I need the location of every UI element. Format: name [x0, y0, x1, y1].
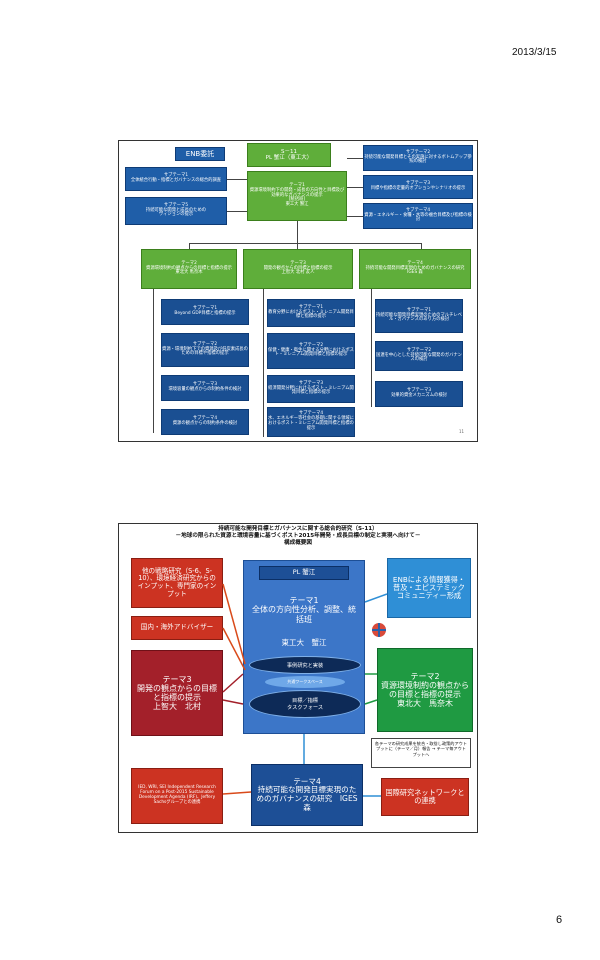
enb-label: ENB委託	[175, 147, 225, 161]
theme2-box: テーマ2 資源環境制約の観点からの目標と指標の提示 東北大 馬奈木	[141, 249, 237, 289]
right-sub-2: サブテーマ2 持続可能な開発目標とその実施に対するボトムアップ参照の検討	[363, 145, 473, 171]
taskforce-ellipse: 目標／指標 タスクフォース	[249, 690, 361, 718]
center-theme1: テーマ1 資源環境制約下の開発・成長の方向性と目標及び効果的なガバナンスの提示 …	[247, 171, 347, 221]
theme4-box: テーマ4 持続可能な開発目標実現のためのガバナンスの研究 IGES 森	[251, 764, 363, 826]
output-note: 各テーマの研究成果を統合・取捨し政策的アウトプットに（テーマ／月）報告 → テー…	[371, 738, 471, 768]
pl-label: PL 蟹江	[259, 566, 349, 580]
connector	[347, 216, 363, 217]
slide2-title: 持続可能な開発目標とガバナンスに関する総合的研究（S-11） －地球の限られた資…	[175, 526, 421, 546]
workspace-ellipse: 共通ワークスペース	[265, 676, 345, 688]
top-id: S－11	[281, 148, 297, 155]
right-sub-3: サブテーマ3 目標や指標の定量的オプションやシナリオの提示	[363, 175, 473, 199]
theme4-sub-2: サブテーマ2 国連を中心とした持続可能な開発のガバナンスの検討	[375, 341, 463, 371]
theme4-box: テーマ4 持続可能な開発目標実現のためのガバナンスの研究 IGES 森	[359, 249, 471, 289]
theme3-box: テーマ3 開発の観点からの目標と指標の提示 上智大 北村	[131, 650, 223, 736]
connector	[347, 158, 363, 159]
connector	[227, 179, 247, 180]
top-pl: PL 蟹江（東工大）	[265, 155, 313, 161]
left-sub-1: サブテーマ1 全体統合行動・指標とガバナンスの総合的調査	[125, 167, 227, 191]
connector	[227, 211, 247, 212]
theme3-sub-2: サブテーマ2 保健・健康・衛生に関する分野におけるポスト・ミレニアム開発目標と指…	[267, 333, 355, 369]
irf-box: IED, WRI, SEI Independent Research Forum…	[131, 768, 223, 824]
theme4-sub-3: サブテーマ3 効果的資金メカニズムの検討	[375, 381, 463, 407]
theme2-box: テーマ2 資源環境制約の観点からの目標と指標の提示 東北大 馬奈木	[377, 648, 473, 732]
left-sub-5: サブテーマ5 持続可能な開発と成長のための ヴィジョンの提示	[125, 197, 227, 225]
right-sub-4: サブテーマ4 資源・エネルギー・食糧・水等の複合目標及び指標の検討	[363, 203, 473, 229]
connector	[347, 187, 363, 188]
org-chart-slide: ENB委託 S－11 PL 蟹江（東工大） サブテーマ1 全体統合行動・指標とガ…	[118, 140, 478, 442]
other-research-box: 他の戦略研究（S-6、S-10）、環境経済研究からのインプット、専門家のインプッ…	[131, 558, 223, 608]
rail	[153, 289, 154, 433]
connector	[189, 243, 190, 249]
connector	[421, 243, 422, 249]
rail	[263, 289, 264, 437]
adviser-box: 国内・海外アドバイザー	[131, 616, 223, 640]
page-date: 2013/3/15	[512, 47, 557, 58]
theme2-sub-2: サブテーマ2 資源・環境制約下での資源及び低炭素成長のための目標や指標の提示	[161, 333, 249, 367]
theme2-sub-4: サブテーマ4 資源の観点からの制約条件の検討	[161, 409, 249, 435]
connector	[189, 243, 421, 244]
theme3-sub-4: サブテーマ4 水、エネルギー等社会の基礎に関する領域におけるポスト・ミレニアム開…	[267, 407, 355, 437]
theme1-org: 東工大 蟹江	[281, 637, 327, 647]
top-box: S－11 PL 蟹江（東工大）	[247, 143, 331, 167]
network-box: 国際研究ネットワークとの連携	[381, 778, 469, 816]
structure-slide: 持続可能な開発目標とガバナンスに関する総合的研究（S-11） －地球の限られた資…	[118, 523, 478, 833]
case-study-ellipse: 事例研究と実装	[249, 656, 361, 674]
theme4-sub-1: サブテーマ1 持続可能な開発目標実現のためのマルチレベル・ガバナンスのあり方の検…	[375, 299, 463, 333]
theme3-sub-3: サブテーマ3 経済開発分野におけるポスト・ミレニアム開発目標と指標の提示	[267, 375, 355, 403]
slide-number: 11	[459, 429, 465, 434]
rail	[371, 289, 372, 407]
globe-icon	[369, 620, 389, 640]
theme2-sub-3: サブテーマ3 環境容量の観点からの制約条件の検討	[161, 375, 249, 401]
theme2-sub-1: サブテーマ1 Beyond GDP目標と指標の提示	[161, 299, 249, 325]
page-number: 6	[556, 914, 563, 926]
theme3-box: テーマ3 開発の観点からの目標と指標の提示 上智大 北村 友人	[243, 249, 353, 289]
connector	[297, 221, 298, 249]
enb-box: ENBによる情報獲得・普及・エピステミックコミュニティー形成	[387, 558, 471, 618]
theme3-sub-1: サブテーマ1 教育分野におけるポスト・ミレニアム開発目標と指標の提示	[267, 299, 355, 327]
theme1-text: テーマ1 全体の方向性分析、調整、統括班	[252, 596, 356, 624]
